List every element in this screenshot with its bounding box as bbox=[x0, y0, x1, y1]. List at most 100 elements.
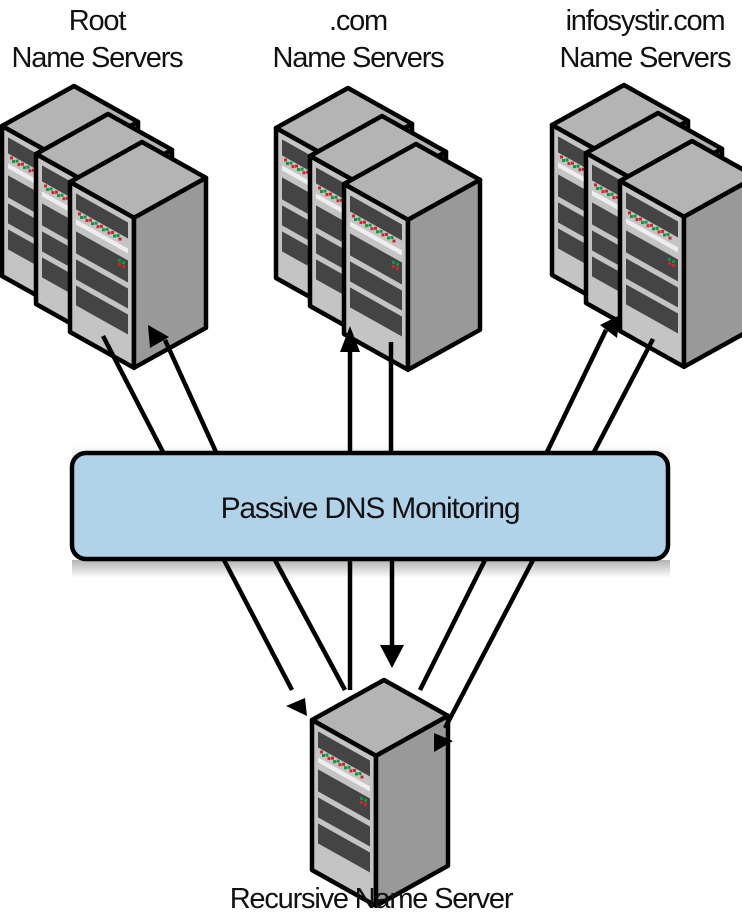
server-led bbox=[342, 762, 345, 766]
server-led bbox=[364, 803, 367, 807]
server-led bbox=[286, 161, 289, 165]
server-led bbox=[562, 158, 565, 162]
server-led bbox=[122, 261, 125, 265]
server-led bbox=[663, 233, 666, 237]
server-led bbox=[668, 261, 671, 265]
server-led bbox=[320, 189, 323, 193]
server-side-face bbox=[681, 182, 742, 370]
server-led bbox=[354, 217, 357, 221]
server-led bbox=[576, 164, 580, 168]
server-slot bbox=[626, 284, 678, 334]
server-led bbox=[567, 162, 571, 166]
server-slot bbox=[318, 731, 370, 777]
server-slot bbox=[626, 258, 678, 308]
com-group-label: .com Name Servers bbox=[273, 5, 446, 74]
server-led bbox=[607, 193, 610, 197]
server-led bbox=[594, 183, 597, 187]
server-led bbox=[357, 217, 361, 221]
server-led bbox=[102, 228, 105, 232]
server-led bbox=[672, 260, 675, 264]
server-slot bbox=[76, 285, 128, 335]
server-side-face bbox=[131, 175, 209, 371]
infosystir-query-line-lower bbox=[417, 558, 488, 692]
server-led bbox=[668, 236, 672, 240]
server-light-strip bbox=[318, 757, 370, 792]
server-slot bbox=[318, 797, 370, 847]
server-led bbox=[85, 219, 89, 223]
server-side-face bbox=[405, 177, 483, 373]
server-led bbox=[396, 263, 399, 267]
server-led bbox=[376, 230, 379, 234]
server-led bbox=[291, 165, 295, 169]
server-led bbox=[32, 168, 35, 172]
server-led bbox=[289, 161, 293, 165]
server-led bbox=[385, 232, 388, 236]
server-led bbox=[360, 800, 363, 804]
server-led bbox=[336, 759, 340, 763]
server-led bbox=[297, 168, 300, 172]
server-led bbox=[352, 214, 355, 218]
server-slot bbox=[626, 192, 678, 238]
infosystir-response-arrowhead bbox=[434, 733, 453, 752]
com-query-arrowhead bbox=[340, 326, 360, 352]
server-led bbox=[612, 196, 616, 200]
server-led bbox=[633, 214, 637, 218]
server-led bbox=[118, 237, 122, 241]
server-led bbox=[49, 187, 53, 191]
root-query-line-lower bbox=[273, 558, 347, 692]
passive-dns-monitoring-box: Passive DNS Monitoring bbox=[69, 444, 671, 578]
server-led bbox=[331, 196, 334, 200]
server-led bbox=[66, 196, 69, 200]
server-led bbox=[628, 211, 631, 215]
server-led bbox=[370, 227, 374, 231]
server-led bbox=[284, 158, 287, 162]
server-led bbox=[57, 194, 60, 198]
server-slot bbox=[318, 823, 370, 873]
server-slot bbox=[350, 287, 402, 337]
server-led bbox=[639, 217, 642, 221]
server-led bbox=[672, 264, 675, 268]
server-led bbox=[17, 163, 21, 167]
server-led bbox=[91, 222, 94, 226]
server-led bbox=[365, 224, 368, 228]
server-led bbox=[630, 214, 633, 218]
server-light-strip bbox=[350, 221, 402, 256]
server-led bbox=[340, 198, 343, 202]
server-led bbox=[327, 757, 331, 761]
recursive-label: Recursive Name Server bbox=[230, 883, 514, 915]
server-slot bbox=[626, 230, 678, 282]
server-led bbox=[560, 155, 563, 159]
server-led bbox=[300, 167, 304, 171]
server-slot bbox=[76, 259, 128, 309]
server-led bbox=[322, 753, 325, 757]
server-led bbox=[10, 156, 13, 160]
server-led bbox=[364, 799, 367, 803]
monitor-rect bbox=[69, 450, 671, 562]
server-led bbox=[360, 796, 363, 800]
server-led bbox=[334, 195, 338, 199]
server-led bbox=[347, 765, 351, 769]
server-led bbox=[565, 158, 569, 162]
server-led bbox=[610, 192, 614, 196]
infosystir-name-servers bbox=[549, 82, 742, 370]
server-led bbox=[336, 199, 340, 203]
server-led bbox=[374, 226, 377, 230]
server-led bbox=[338, 763, 342, 767]
server-led bbox=[596, 186, 599, 190]
server-led bbox=[379, 229, 383, 233]
infosystir-response-line-lower bbox=[443, 558, 535, 730]
monitor-label: Passive DNS Monitoring bbox=[221, 492, 520, 525]
server-led bbox=[344, 766, 347, 770]
server-led bbox=[329, 192, 332, 196]
server-led bbox=[28, 169, 32, 173]
root-label-line1: Root bbox=[69, 5, 127, 37]
server-led bbox=[318, 186, 321, 190]
server-led bbox=[15, 159, 19, 163]
root-response-arrowhead bbox=[286, 698, 307, 716]
recursive-name-server bbox=[309, 677, 451, 909]
server-led bbox=[646, 224, 650, 228]
com-label-line1: .com bbox=[329, 5, 387, 37]
infosystir-label-line2: Name Servers bbox=[560, 42, 732, 74]
server-slot bbox=[350, 233, 402, 285]
